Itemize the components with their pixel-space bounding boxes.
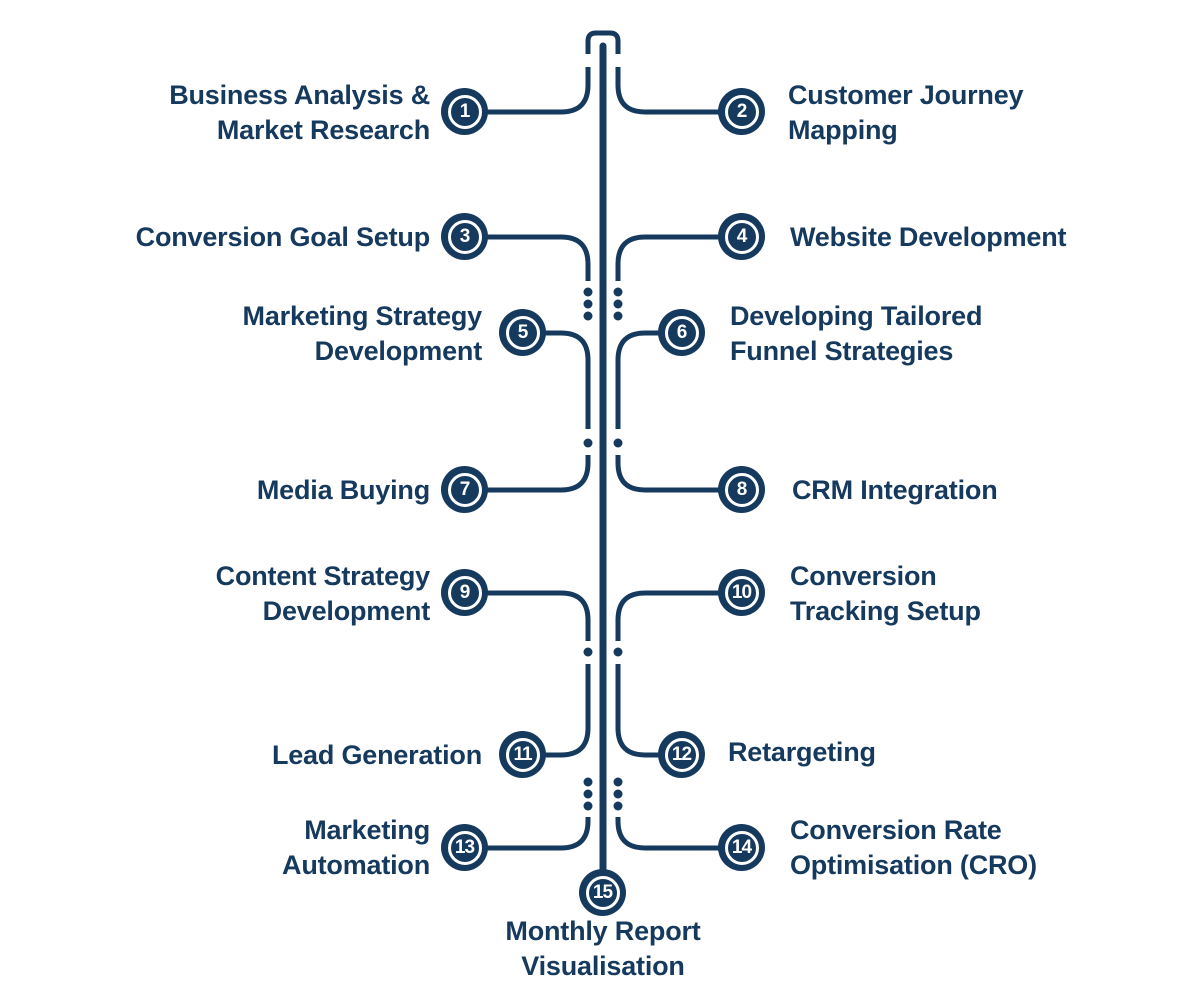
step-12-number: 12	[671, 744, 692, 765]
gap-dot	[613, 299, 623, 309]
step-6-marker: 6	[658, 309, 705, 356]
gap-dot	[583, 647, 593, 657]
step-4-number: 4	[736, 226, 748, 247]
step-9-marker: 9	[441, 569, 488, 616]
gap-dot	[583, 287, 593, 297]
step-10-ring: 10	[724, 575, 759, 610]
step-12-label: Retargeting	[728, 737, 876, 767]
step-11-label: Lead Generation	[271, 740, 482, 770]
step-10-number: 10	[731, 582, 752, 603]
step-5-ring: 5	[505, 315, 540, 350]
step-3-ring: 3	[447, 219, 482, 254]
step-6-number: 6	[676, 322, 688, 343]
branch-line-11	[523, 664, 591, 758]
step-10-label: Conversion Tracking Setup	[790, 561, 981, 626]
gap-dot	[613, 801, 623, 811]
step-12-ring: 12	[664, 737, 699, 772]
step-7-ring: 7	[447, 472, 482, 507]
gap-dot	[613, 438, 623, 448]
step-8-marker: 8	[718, 466, 765, 513]
step-1-ring: 1	[447, 94, 482, 129]
step-10-marker: 10	[718, 569, 765, 616]
step-13-ring: 13	[447, 830, 482, 865]
step-3-number: 3	[459, 226, 471, 247]
step-3-label: Conversion Goal Setup	[135, 222, 431, 252]
step-14-marker: 14	[718, 824, 765, 871]
step-7-label: Media Buying	[256, 475, 430, 505]
gap-dot	[613, 777, 623, 787]
step-9-number: 9	[459, 582, 471, 603]
step-9-label: Content Strategy Development	[215, 561, 431, 626]
step-4-marker: 4	[718, 213, 765, 260]
branch-line-14	[615, 817, 742, 851]
branch-line-10	[615, 590, 742, 641]
step-2-marker: 2	[718, 88, 765, 135]
gap-dot	[583, 311, 593, 321]
branch-line-3	[465, 234, 591, 281]
step-3-marker: 3	[441, 213, 488, 260]
step-14-ring: 14	[724, 830, 759, 865]
step-2-number: 2	[736, 101, 748, 122]
step-15-ring: 15	[585, 875, 620, 910]
step-1-marker: 1	[441, 88, 488, 135]
branch-line-5	[523, 330, 591, 429]
step-8-ring: 8	[724, 472, 759, 507]
gap-dot	[583, 801, 593, 811]
step-1-number: 1	[459, 101, 471, 122]
step-8-number: 8	[736, 479, 748, 500]
branch-line-7	[465, 455, 591, 493]
step-5-label: Marketing Strategy Development	[242, 301, 483, 366]
step-7-number: 7	[459, 479, 471, 500]
step-11-number: 11	[513, 744, 532, 765]
step-1-label: Business Analysis & Market Research	[169, 80, 430, 145]
step-12-marker: 12	[658, 731, 705, 778]
step-6-label: Developing Tailored Funnel Strategies	[730, 301, 983, 366]
step-4-ring: 4	[724, 219, 759, 254]
branch-line-6	[615, 330, 682, 429]
step-8-label: CRM Integration	[792, 475, 998, 505]
step-15-number: 15	[592, 882, 613, 903]
branch-line-1	[465, 67, 591, 115]
step-11-marker: 11	[499, 731, 546, 778]
step-5-marker: 5	[499, 309, 546, 356]
gap-dot	[613, 647, 623, 657]
step-13-number: 13	[454, 837, 475, 858]
gap-dot	[583, 789, 593, 799]
branch-line-13	[465, 817, 591, 851]
step-11-ring: 11	[505, 737, 540, 772]
gap-dot	[583, 777, 593, 787]
step-7-marker: 7	[441, 466, 488, 513]
step-2-label: Customer Journey Mapping	[788, 80, 1024, 145]
step-5-number: 5	[517, 322, 529, 343]
step-9-ring: 9	[447, 575, 482, 610]
gap-dot	[613, 789, 623, 799]
branch-line-9	[465, 590, 591, 641]
step-14-number: 14	[731, 837, 752, 858]
step-4-label: Website Development	[790, 222, 1067, 252]
gap-dot	[613, 287, 623, 297]
branch-line-2	[615, 67, 742, 115]
step-15-label: Monthly Report Visualisation	[505, 916, 701, 981]
step-2-ring: 2	[724, 94, 759, 129]
step-15-marker: 15	[579, 869, 626, 916]
gap-dot	[583, 299, 593, 309]
branch-line-12	[615, 664, 682, 758]
gap-dot	[583, 438, 593, 448]
step-13-marker: 13	[441, 824, 488, 871]
branch-line-4	[615, 234, 742, 281]
branch-line-8	[615, 455, 742, 493]
step-14-label: Conversion Rate Optimisation (CRO)	[790, 815, 1037, 880]
step-13-label: Marketing Automation	[282, 815, 430, 880]
gap-dot	[613, 311, 623, 321]
top-bracket	[585, 30, 621, 54]
step-6-ring: 6	[664, 315, 699, 350]
